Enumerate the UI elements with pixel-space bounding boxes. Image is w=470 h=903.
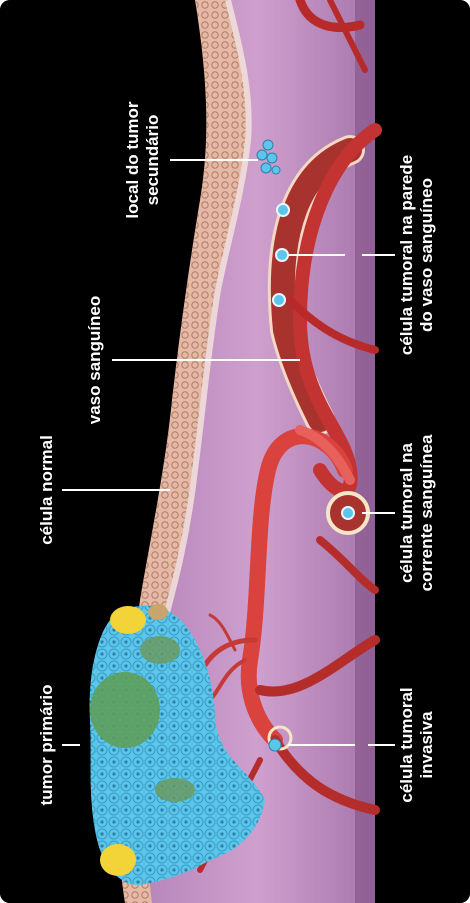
label-normal-cell: célula normal (37, 435, 56, 545)
label-vessel-wall-cell-line2: do vaso sanguíneo (417, 178, 436, 332)
label-vessel-wall-cell-line1: célula tumoral na parede (397, 155, 416, 355)
label-bloodstream-cell-line1: célula tumoral na (397, 443, 416, 583)
label-secondary-tumor-line1: local do tumor (123, 101, 142, 219)
label-invasive-cell-line2: invasiva (417, 711, 436, 779)
label-secondary-tumor-line2: secundário (143, 115, 162, 206)
label-invasive-cell-line1: célula tumoral (397, 687, 416, 802)
label-primary-tumor: tumor primário (37, 685, 56, 806)
label-bloodstream-cell-line2: corrente sanguínea (417, 434, 436, 591)
label-blood-vessel: vaso sanguíneo (85, 296, 104, 424)
